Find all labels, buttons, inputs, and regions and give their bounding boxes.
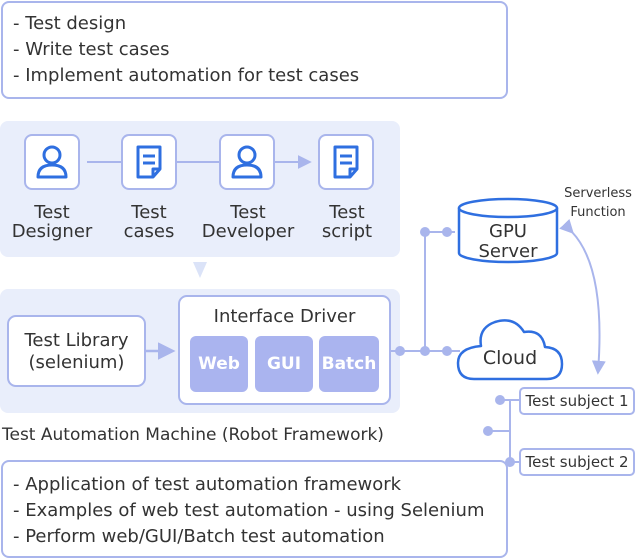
document-icon [333,145,359,179]
cloud-icon [456,319,564,381]
connector-dot [483,426,493,436]
flow-step-script [318,134,374,190]
flow-step-designer [24,134,80,190]
top-note-line: - Test design [13,13,127,34]
bottom-note: - Application of test automation framewo… [1,460,508,558]
flow-step-developer [219,134,275,190]
bottom-note-line: - Examples of web test automation - usin… [13,500,485,521]
flow-step-cases [121,134,177,190]
interface-driver-title: Interface Driver [213,306,356,327]
test-subject-1: Test subject 1 [519,387,635,415]
flow-label-script: Test script [321,202,373,242]
bottom-note-line: - Application of test automation framewo… [13,474,402,495]
connector-dot [420,227,430,237]
top-note-line: - Write test cases [13,39,170,60]
chip-gui: GUI [255,336,313,392]
top-note-line: - Implement automation for test cases [13,65,360,86]
connector-dot [442,227,452,237]
chip-batch: Batch [319,336,379,392]
test-subject-2: Test subject 2 [519,448,635,476]
person-icon [36,145,68,179]
test-library-label: Test Library (selenium) [24,330,129,373]
connector-dot [495,395,505,405]
machine-caption: Test Automation Machine (Robot Framework… [2,425,384,445]
bottom-note-line: - Perform web/GUI/Batch test automation [13,526,385,547]
top-note: - Test design - Write test cases - Imple… [1,1,508,99]
flow-label-cases: Test cases [123,202,175,242]
flow-label-designer: Test Designer [11,202,93,242]
connector-dot [395,346,405,356]
down-arrow-icon [193,262,207,278]
document-icon [136,145,162,179]
test-library-box [7,315,146,387]
person-icon [231,145,263,179]
chip-web: Web [190,336,248,392]
gpu-server-label: GPU Server [478,221,538,262]
flow-label-developer: Test Developer [201,202,295,242]
serverless-label: Serverless Function [564,186,632,220]
cloud-label: Cloud [482,347,538,369]
connector-dot [442,346,452,356]
serverless-arrow [559,219,606,375]
connector-dot [420,346,430,356]
database-icon [457,197,559,264]
